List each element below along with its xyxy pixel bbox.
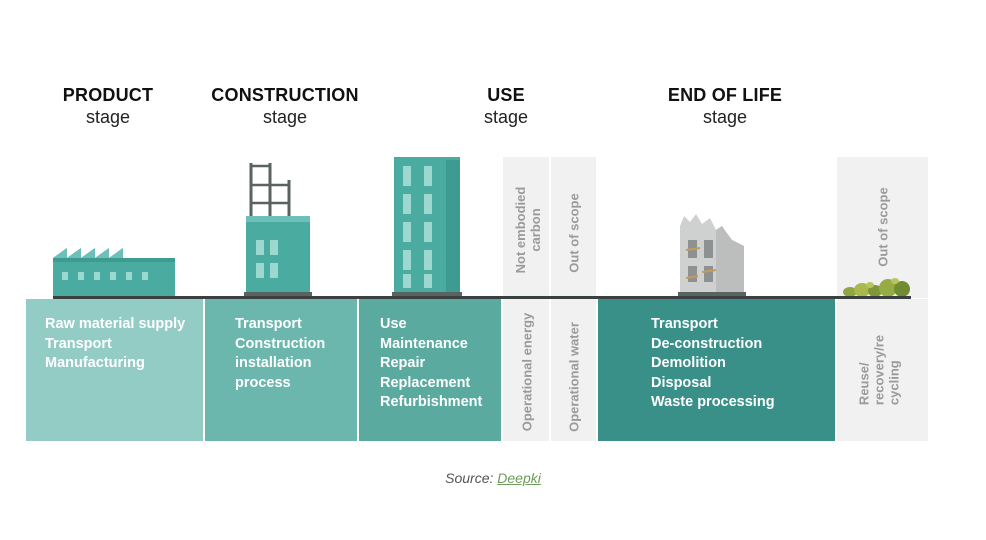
label-not-embodied-carbon: Not embodied carbon (513, 187, 543, 274)
vlabel-line: Out of scope (566, 193, 582, 273)
stage-name: CONSTRUCTION (211, 85, 359, 105)
panel-line: Transport (235, 316, 302, 332)
panel-line: Refurbishment (380, 394, 483, 410)
source-caption: Source: Deepki (0, 470, 986, 486)
vlabel-line: Reuse/ (856, 362, 872, 406)
panel-line: Transport (651, 316, 718, 332)
scope-column-reuse (837, 299, 928, 441)
demolished-building-icon (678, 214, 746, 297)
panel-line: Disposal (651, 374, 712, 391)
tall-building-icon (392, 157, 462, 297)
panel-line: Construction (235, 335, 326, 352)
label-operational-water: Operational water (567, 322, 582, 432)
source-link[interactable]: Deepki (497, 470, 541, 486)
source-prefix: Source: (445, 470, 494, 486)
stage-header-product: PRODUCT stage (48, 84, 168, 128)
stage-sub: stage (262, 107, 308, 127)
vlabel-line: carbon (528, 208, 543, 252)
vlabel-line: Not embodied (513, 186, 528, 274)
vlabel-line: recovery/re (871, 334, 887, 406)
scope-column-out-of-scope-use (551, 157, 596, 298)
panel-line: De-construction (651, 335, 763, 352)
panel-product: Raw material supply Transport Manufactur… (26, 299, 203, 441)
panel-line: installation (235, 355, 312, 371)
stage-sub: stage (702, 107, 748, 127)
vlabel-line: cycling (886, 360, 902, 406)
factory-icon (53, 248, 175, 297)
panel-line: Replacement (380, 374, 471, 391)
stage-name: END OF LIFE (667, 85, 783, 105)
panel-line: Manufacturing (45, 355, 145, 371)
panel-line: Waste processing (651, 394, 775, 410)
panel-construction: Transport Construction installation proc… (205, 299, 357, 441)
vlabel-line: Operational energy (519, 312, 535, 432)
stage-header-use: USE stage (456, 84, 556, 128)
scope-column-not-embodied (503, 157, 549, 298)
panel-line: Transport (45, 335, 112, 352)
stage-sub: stage (85, 107, 131, 127)
stage-header-end-of-life: END OF LIFE stage (655, 84, 795, 128)
label-out-of-scope-use: Out of scope (567, 193, 582, 272)
label-out-of-scope-eol: Out of scope (876, 187, 891, 266)
label-reuse-recovery-recycling: Reuse/ recovery/re cycling (857, 335, 902, 405)
panel-line: Raw material supply (45, 316, 186, 332)
panel-line: Demolition (651, 355, 726, 371)
label-operational-energy: Operational energy (520, 313, 535, 431)
stage-name: PRODUCT (62, 85, 154, 105)
panel-end-of-life: Transport De-construction Demolition Dis… (598, 299, 835, 441)
scope-column-operational-water (551, 299, 596, 441)
bushes-icon (843, 278, 910, 297)
panel-line: Use (380, 316, 407, 332)
vlabel-line: Operational water (566, 322, 582, 432)
panel-use: Use Maintenance Repair Replacement Refur… (359, 299, 501, 441)
building-under-construction-icon (244, 163, 312, 297)
panel-line: Repair (380, 355, 426, 371)
panel-line: Maintenance (380, 335, 468, 352)
panel-line: process (235, 374, 291, 391)
vlabel-line: Out of scope (875, 187, 891, 267)
scope-column-operational-energy (503, 299, 549, 441)
ground-line (53, 296, 911, 299)
stage-name: USE (487, 85, 525, 105)
stage-sub: stage (483, 107, 529, 127)
scope-column-out-of-scope-eol (837, 157, 928, 298)
stage-header-construction: CONSTRUCTION stage (205, 84, 365, 128)
